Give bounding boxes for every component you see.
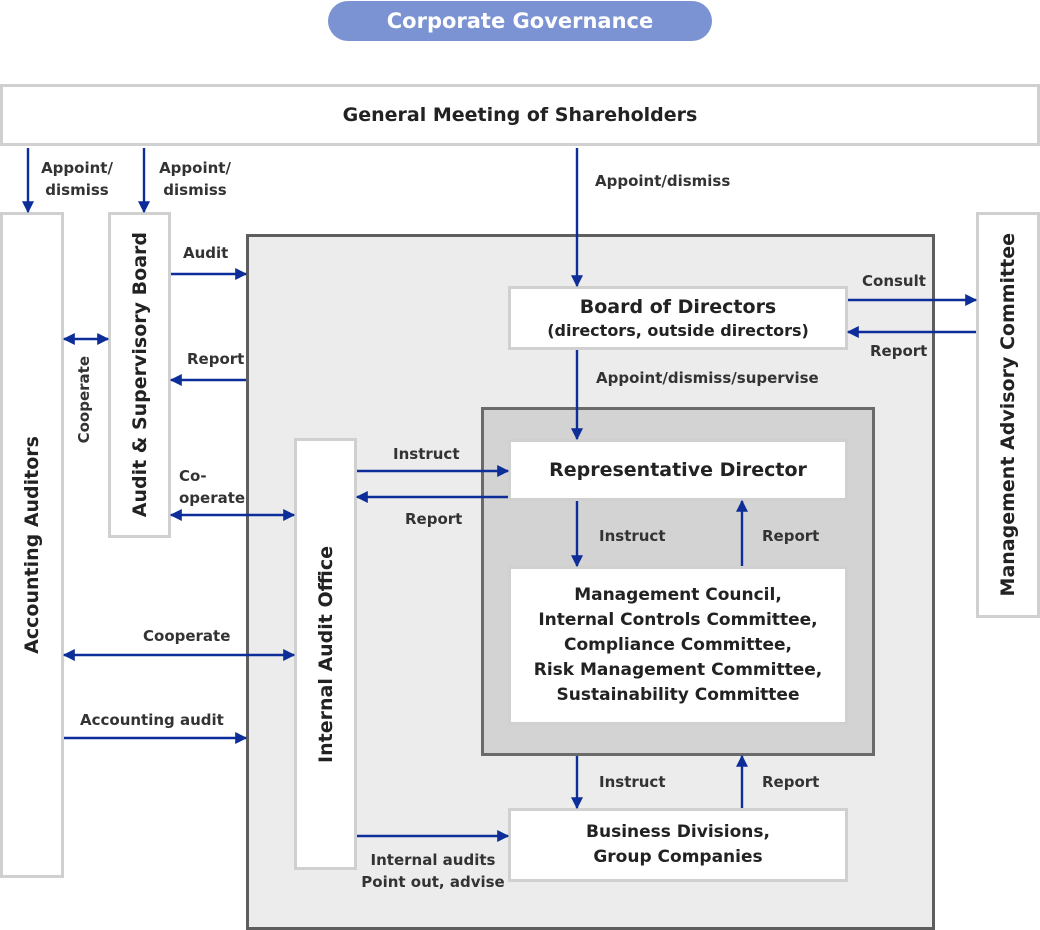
label-appoint-board: Appoint/dismiss [595, 172, 731, 190]
label-report-internal: Report [405, 510, 463, 528]
label-report-board: Report [187, 350, 245, 368]
label-report-advisory: Report [870, 342, 928, 360]
representative-director-box: Representative Director [508, 439, 848, 501]
diagram-title: Corporate Governance [328, 1, 712, 41]
advisory-committee-box: Management Advisory Committee [976, 212, 1040, 618]
label-internal-audits: Internal audits Point out, advise [361, 851, 505, 891]
label-instruct-council: Instruct [599, 527, 666, 545]
council-line: Risk Management Committee, [533, 660, 823, 680]
label-instruct-business: Instruct [599, 773, 666, 791]
representative-director-label: Representative Director [549, 459, 807, 481]
business-line: Group Companies [593, 847, 763, 867]
label-cooperate-vertical: Cooperate [75, 356, 93, 444]
label-appoint-1: Appoint/ dismiss [41, 159, 113, 199]
label-appoint-supervise: Appoint/dismiss/supervise [596, 369, 819, 387]
management-council-box: Management Council, Internal Controls Co… [508, 566, 848, 725]
label-appoint-2: Appoint/ dismiss [159, 159, 231, 199]
business-line: Business Divisions, [586, 822, 770, 842]
board-subtitle: (directors, outside directors) [547, 321, 809, 340]
shareholders-box: General Meeting of Shareholders [0, 84, 1040, 146]
board-title: Board of Directors [579, 296, 777, 318]
council-line: Sustainability Committee [556, 685, 800, 705]
label-consult: Consult [862, 272, 926, 290]
business-divisions-box: Business Divisions, Group Companies [508, 808, 848, 882]
label-report-council: Report [762, 527, 820, 545]
internal-audit-label: Internal Audit Office [314, 545, 337, 763]
label-instruct-rep: Instruct [393, 445, 460, 463]
board-of-directors-box: Board of Directors (directors, outside d… [508, 286, 848, 350]
audit-board-box: Audit & Supervisory Board [108, 212, 171, 538]
label-audit: Audit [183, 244, 229, 262]
internal-audit-box: Internal Audit Office [294, 438, 357, 870]
accounting-auditors-box: Accounting Auditors [0, 212, 64, 878]
shareholders-label: General Meeting of Shareholders [342, 103, 698, 126]
council-line: Internal Controls Committee, [538, 610, 818, 630]
label-co-operate: Co- operate [179, 467, 246, 507]
advisory-committee-label: Management Advisory Committee [997, 233, 1019, 597]
council-line: Management Council, [574, 585, 782, 605]
label-cooperate-accounting: Cooperate [143, 627, 231, 645]
label-accounting-audit: Accounting audit [80, 711, 224, 729]
council-line: Compliance Committee, [564, 635, 792, 655]
audit-board-label: Audit & Supervisory Board [128, 232, 151, 518]
accounting-auditors-label: Accounting Auditors [21, 436, 43, 654]
label-report-business: Report [762, 773, 820, 791]
